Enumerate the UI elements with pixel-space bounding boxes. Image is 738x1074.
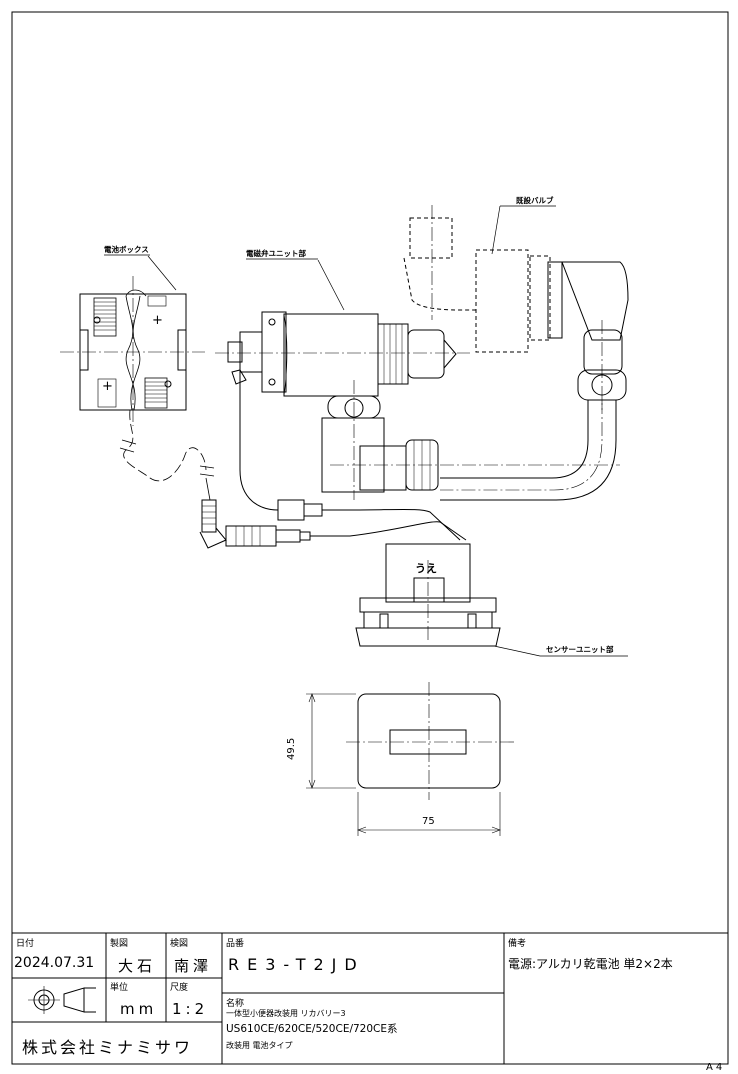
sensor-leader: [493, 645, 541, 657]
company-name: 株式会社ミナミサワ: [22, 1038, 194, 1057]
title-block: [11, 932, 729, 1065]
sensor-unit-label: センサーユニット部: [546, 645, 614, 654]
up-mark: うえ: [415, 562, 437, 575]
scale-label: 尺度: [170, 983, 189, 993]
existing-valve-label: 既設バルブ: [516, 196, 554, 205]
battery-box-label: 電池ボックス: [104, 245, 149, 254]
sensor-front-view: [306, 682, 516, 836]
unit-label: 単位: [110, 983, 129, 993]
unit-value: mm: [120, 1000, 158, 1018]
supply-pipe: [440, 261, 629, 501]
checked-label: 検図: [170, 939, 189, 949]
sensor-unit-side: [355, 543, 501, 647]
battery-leader: [147, 255, 177, 291]
date-value: 2024.07.31: [14, 955, 95, 971]
remarks-value: 電源:アルカリ乾電池 単2×2本: [508, 957, 673, 971]
cables: [199, 369, 467, 549]
drawn-label: 製図: [110, 939, 129, 949]
name-line3: 改装用 電池タイプ: [226, 1041, 293, 1050]
plus-mark: +: [152, 313, 163, 328]
drawn-value: 大石: [118, 957, 157, 975]
name-label: 名称: [226, 999, 245, 1009]
height-dimension: 49.5: [286, 737, 297, 760]
battery-box: [60, 276, 215, 501]
scale-value: 1:2: [172, 1000, 209, 1018]
date-label: 日付: [16, 939, 35, 949]
plus-mark: +: [102, 379, 113, 394]
valve-leader: [491, 205, 501, 255]
part-no-value: RE3-T2JD: [228, 955, 365, 974]
solenoid-unit-label: 電磁弁ユニット部: [246, 249, 306, 258]
solenoid-leader: [317, 259, 345, 311]
checked-value: 南澤: [174, 957, 213, 975]
remarks-label: 備考: [508, 939, 527, 949]
solenoid-unit: [215, 311, 620, 500]
part-no-label: 品番: [226, 939, 245, 949]
width-dimension: 75: [422, 816, 435, 827]
name-line2: US610CE/620CE/520CE/720CE系: [226, 1023, 398, 1035]
existing-valve: [403, 205, 551, 353]
name-line1: 一体型小便器改装用 リカバリー3: [226, 1009, 346, 1018]
drawing-border: [11, 11, 729, 1065]
sheet-size: A4: [706, 1062, 726, 1073]
